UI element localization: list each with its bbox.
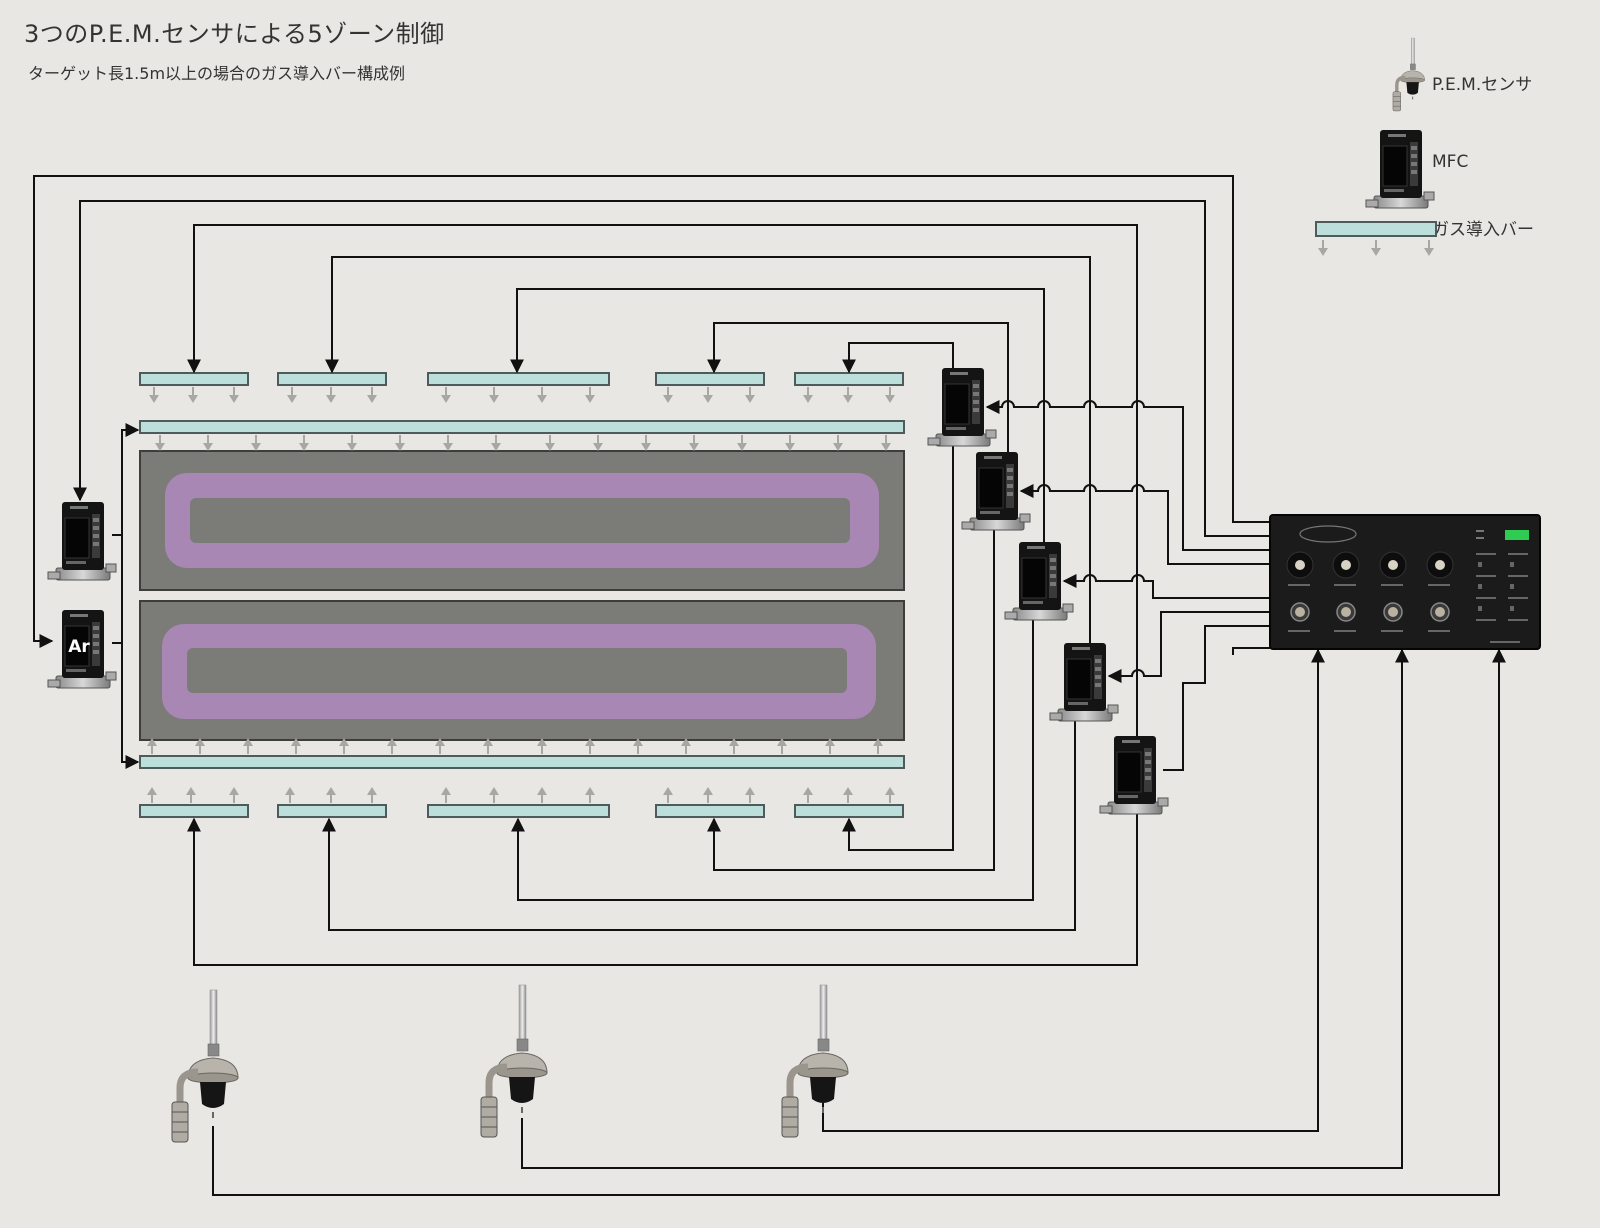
- line-pem-1-to-controller: [212, 648, 1506, 1196]
- mfc-ar-upper: [47, 501, 117, 581]
- gas-bar-top-zone-1: [139, 372, 249, 386]
- line-zone-to-bottom-2: [322, 712, 1076, 931]
- line-controller-to-mfc-4: [1107, 611, 1270, 683]
- connection-lines: [33, 175, 1506, 1196]
- pem-sensor-2: [481, 985, 547, 1137]
- gas-bar-bottom-zone-3: [427, 804, 610, 818]
- mfc-ar-display: Ar: [68, 637, 90, 657]
- gas-bar-bottom-zone-2: [277, 804, 387, 818]
- mfc-zone-5: [1099, 735, 1169, 815]
- controller-unit: [1269, 514, 1541, 650]
- legend-label-mfc: MFC: [1432, 152, 1469, 172]
- target-lower: [139, 600, 905, 741]
- line-controller-to-mfc-3: [1062, 574, 1270, 599]
- line-ar-mfcs-to-long-bars: [112, 429, 138, 536]
- line-zone-to-bottom-4: [707, 528, 995, 871]
- diagram-title: 3つのP.E.M.センサによる5ゾーン制御: [24, 20, 445, 48]
- legend-mfc-icon: [1365, 129, 1435, 209]
- gas-bar-top-zone-2: [277, 372, 387, 386]
- gas-bar-bottom-zone-5: [794, 804, 904, 818]
- diagram-subtitle: ターゲット長1.5m以上の場合のガス導入バー構成例: [28, 64, 406, 83]
- gas-bars: [139, 372, 905, 818]
- line-pem-3-to-controller: [822, 648, 1325, 1132]
- line-zone-to-bottom-3: [511, 612, 1034, 901]
- line-zone-to-top-5: [842, 342, 954, 378]
- line-controller-to-mfc-2: [1019, 484, 1270, 565]
- gas-bar-top-zone-4: [655, 372, 765, 386]
- mfc-zone-3: [1004, 541, 1074, 621]
- line-controller-to-ar-mfc-upper: [73, 200, 1270, 537]
- legend-label-gas-bar: ガス導入バー: [1432, 220, 1534, 240]
- gas-bar-top-zone-5: [794, 372, 904, 386]
- line-pem-2-to-controller: [521, 648, 1409, 1169]
- line-zone-to-bottom-5: [842, 440, 954, 851]
- mfc-zone-1: [927, 367, 997, 447]
- gas-bar-bottom-zone-4: [655, 804, 765, 818]
- mfc-zone-2: [961, 451, 1031, 531]
- legend-gas-bar-icon: [1315, 221, 1437, 257]
- gas-bar-ar-upper: [139, 420, 905, 434]
- ar-mfc-label: Ar: [68, 637, 90, 657]
- legend-label-pem-sensor: P.E.M.センサ: [1432, 75, 1533, 95]
- gas-bar-ar-lower: [139, 755, 905, 769]
- line-controller-to-mfc-5: [1163, 625, 1270, 771]
- line-zone-to-top-2: [325, 256, 1091, 653]
- line-controller-to-mfc-1: [985, 400, 1270, 551]
- pem-sensor-3: [782, 985, 848, 1137]
- line-zone-to-top-4: [707, 322, 1009, 465]
- line-zone-to-top-3: [510, 288, 1045, 553]
- gas-bar-bottom-zone-1: [139, 804, 249, 818]
- line-zone-to-bottom-1: [187, 810, 1138, 966]
- pem-sensor-1: [172, 990, 238, 1142]
- target-upper: [139, 450, 905, 591]
- mfc-zone-4: [1049, 642, 1119, 722]
- legend-pem-sensor-icon: [1391, 36, 1427, 113]
- line-controller-to-ar-mfc-lower: [33, 175, 1270, 648]
- gas-bar-top-zone-3: [427, 372, 610, 386]
